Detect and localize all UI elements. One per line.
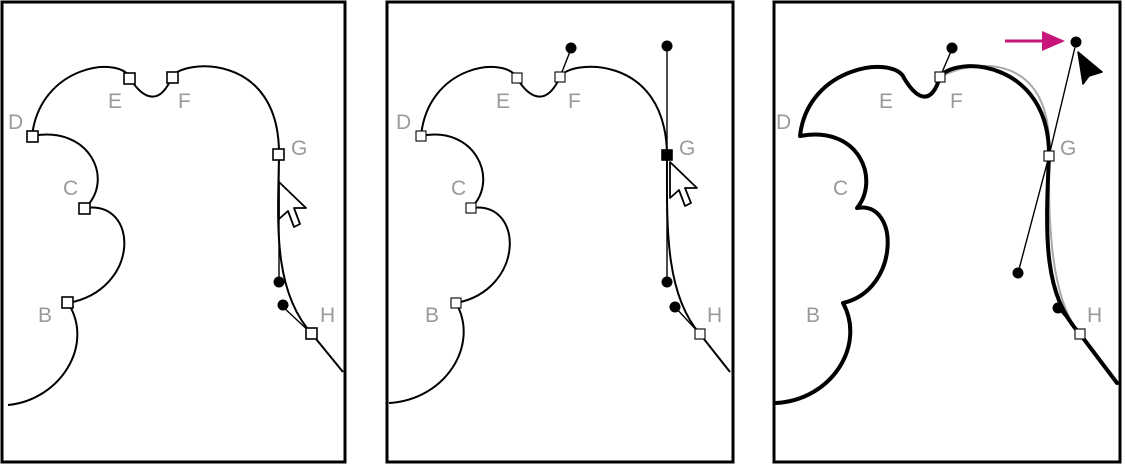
right-arrow-icon [1005, 31, 1065, 51]
panel-2-label-h: H [707, 304, 722, 327]
panel-2-label-b: B [425, 304, 439, 327]
panel-2-label-e: E [496, 90, 510, 113]
panel-1-anchor-f[interactable] [166, 71, 179, 84]
panel-2-anchor-b[interactable] [450, 297, 462, 309]
panel-3-label-b: B [806, 304, 820, 327]
panel-1-handle-point-g[interactable] [273, 276, 285, 288]
panel-2-anchor-f[interactable] [554, 71, 566, 83]
panel-2-label-g: G [679, 137, 695, 160]
panel-2-label-d: D [396, 111, 411, 134]
panel-1-label-f: F [178, 90, 191, 113]
arrow-cursor-filled-icon [1077, 51, 1103, 85]
panel-2-frame [385, 0, 735, 464]
panel-2-anchor-e[interactable] [511, 72, 523, 84]
arrow-cursor-outline-icon [278, 181, 307, 228]
panel-2-handle-point-f[interactable] [565, 42, 577, 54]
panel-1-label-b: B [38, 304, 52, 327]
arrow-cursor-outline-icon [669, 161, 698, 207]
panel-3-frame [772, 0, 1122, 464]
panel-2-handle-point-g-bottom[interactable] [661, 276, 673, 288]
panel-1-anchor-c[interactable] [78, 202, 91, 215]
panel-1-anchor-d[interactable] [26, 130, 39, 143]
panel-3-label-d: D [776, 111, 791, 134]
panel-2-handle-point-g-top[interactable] [661, 40, 673, 52]
panel-3-handle-point-h[interactable] [1052, 302, 1064, 314]
panel-2-handle-point-h[interactable] [669, 301, 681, 313]
panel-1-label-d: D [8, 111, 23, 134]
panel-1-anchor-h[interactable] [305, 327, 318, 340]
panel-1-anchor-g[interactable] [272, 148, 285, 161]
panel-2-anchor-d[interactable] [415, 130, 427, 142]
panel-3-handle-point-f[interactable] [946, 42, 958, 54]
panel-3-anchor-h[interactable] [1074, 328, 1086, 340]
panel-3-label-c: C [833, 177, 848, 200]
panel-3-handle-line-g-bottom [1017, 155, 1050, 274]
panel-1-label-c: C [63, 177, 78, 200]
panel-1-anchor-b[interactable] [61, 296, 74, 309]
panel-2-anchor-h[interactable] [694, 328, 706, 340]
panel-1-handle-point-h[interactable] [277, 299, 289, 311]
panel-3-handle-point-g-top[interactable] [1070, 36, 1082, 48]
panel-2-anchor-c[interactable] [465, 202, 477, 214]
panel-3-handle-line-g-top [1048, 42, 1077, 157]
panel-2-label-c: C [451, 177, 466, 200]
panel-1-anchor-e[interactable] [123, 72, 136, 85]
panel-1: D E F G C B H [0, 0, 347, 464]
panel-1-frame [0, 0, 347, 464]
panel-3-label-g: G [1060, 137, 1076, 160]
panel-3: D E F G C B H [772, 0, 1122, 464]
panel-3-label-f: F [950, 90, 963, 113]
panel-3-label-e: E [879, 90, 893, 113]
panel-2-label-f: F [568, 90, 581, 113]
panel-1-label-h: H [320, 304, 335, 327]
panel-3-anchor-g[interactable] [1043, 150, 1055, 162]
panel-3-anchor-f[interactable] [934, 71, 946, 83]
panel-2-anchor-g[interactable] [661, 149, 673, 161]
panel-1-label-g: G [291, 137, 307, 160]
panel-2: D E F G C B H [385, 0, 735, 464]
panel-3-label-h: H [1087, 304, 1102, 327]
panel-1-label-e: E [108, 90, 122, 113]
panel-3-handle-point-g-bottom[interactable] [1012, 267, 1024, 279]
